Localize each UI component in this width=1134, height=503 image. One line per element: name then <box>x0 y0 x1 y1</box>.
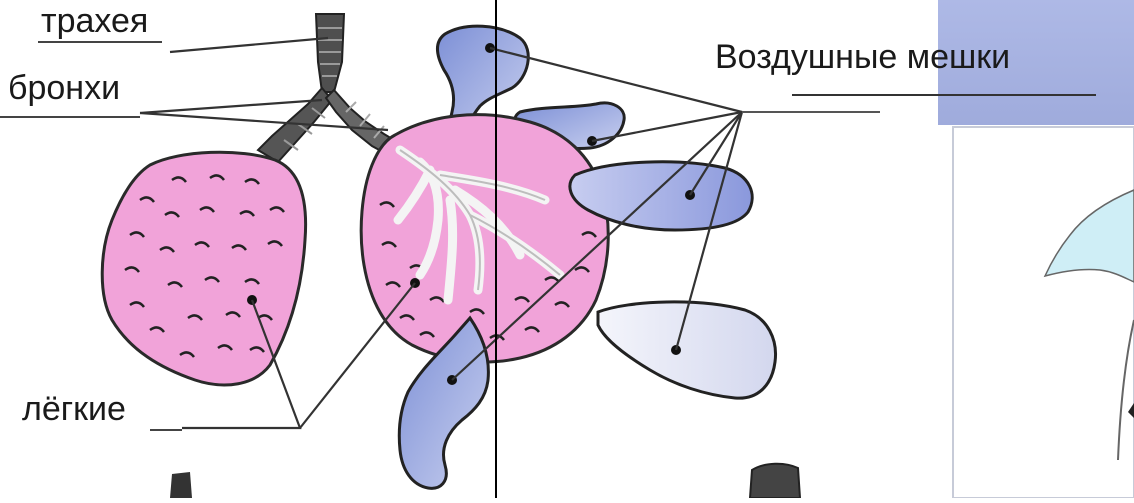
left-lung <box>102 152 305 385</box>
trachea-label: трахея <box>41 4 148 38</box>
leader-bronchi-left <box>140 100 322 113</box>
bottom-left-partial-shape <box>170 472 192 498</box>
lungs-label: лёгкие <box>22 392 126 426</box>
leader-trachea <box>170 38 328 52</box>
bronchi-label: бронхи <box>8 71 120 105</box>
leader-lungs-right <box>300 283 415 428</box>
leader-sac-top <box>490 48 742 112</box>
trachea-shape <box>316 14 344 92</box>
right-lung <box>361 115 608 362</box>
right-panel-image-frame <box>953 127 1134 498</box>
bottom-right-partial-shape <box>750 464 800 498</box>
air-sacs-label: Воздушные мешки <box>715 40 1010 74</box>
air-sac-lower-right <box>598 302 776 398</box>
